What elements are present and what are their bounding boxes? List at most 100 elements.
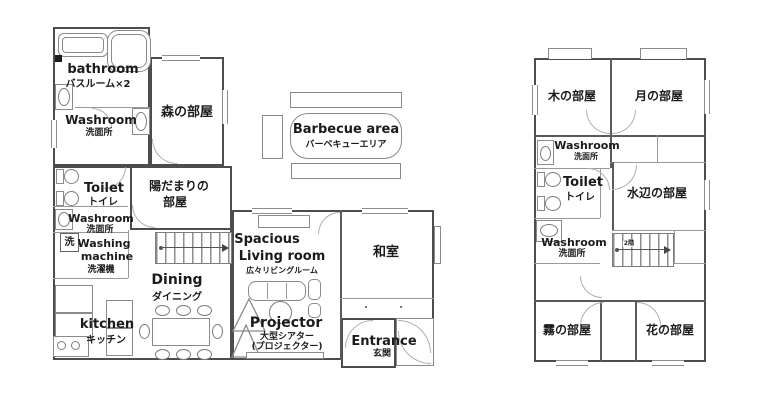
kitchen-cabinet-icon <box>106 328 133 356</box>
sofa-divider <box>267 283 268 299</box>
chair-icon <box>197 349 212 360</box>
bay-window-icon <box>640 48 687 59</box>
chair-icon <box>176 349 191 360</box>
forest-room-label: 森の部屋 <box>160 105 214 120</box>
stairs-arrow-dot <box>159 246 163 250</box>
window-icon <box>704 80 710 114</box>
kitchen-cabinet-icon <box>106 300 133 328</box>
wall <box>340 210 342 360</box>
closet-line <box>340 298 434 299</box>
washroom1f-upper-label-en: Washroom <box>65 113 137 127</box>
bathroom-label-jp: バスルーム×2 <box>65 79 131 90</box>
sink-basin <box>540 224 558 237</box>
toilet-bowl <box>545 172 561 187</box>
toilet-icon <box>56 169 64 184</box>
window-icon <box>556 360 588 366</box>
window-icon <box>532 85 538 115</box>
burner-icon <box>57 341 66 350</box>
partition-line <box>128 230 129 278</box>
chair-icon <box>139 324 150 339</box>
living-label-jp: 広々リビングルーム <box>246 266 318 275</box>
stairs-arrow <box>618 249 666 251</box>
window-icon <box>252 208 292 214</box>
kitchen-label-en: kitchen <box>79 317 135 332</box>
toilet1f-label-en: Toilet <box>83 181 125 196</box>
forest-room <box>150 57 224 166</box>
sunny-room-label-2: 部屋 <box>162 195 188 209</box>
dining-label-en: Dining <box>151 272 203 288</box>
toilet-icon <box>537 172 545 187</box>
wall <box>534 135 706 137</box>
projector-label-jp1: 大型シアター <box>259 332 315 342</box>
washroom1f-upper-label-jp: 洗面所 <box>85 128 113 138</box>
entrance-label-en: Entrance <box>351 334 417 349</box>
projector-screen-icon <box>246 352 324 359</box>
round-table-icon <box>269 301 292 324</box>
mist-room-label: 霧の部屋 <box>542 323 592 337</box>
toilet-icon <box>537 196 545 211</box>
toilet2f-label-jp: トイレ <box>565 192 595 203</box>
window-icon <box>652 360 684 366</box>
toilet1f-label-jp: トイレ <box>88 197 118 208</box>
toilet-bowl <box>64 169 79 184</box>
window-icon <box>704 180 710 210</box>
washing-machine-icon: 洗 <box>60 233 79 252</box>
chair-icon <box>176 305 191 316</box>
bench-icon <box>290 92 402 108</box>
chair-icon <box>197 305 212 316</box>
sink-basin <box>135 112 147 131</box>
partition-line <box>674 230 675 263</box>
stairs-arrow-head-icon <box>222 244 229 252</box>
washroom2f-lower-label-jp: 洗面所 <box>558 249 586 259</box>
window-icon <box>51 120 57 148</box>
window-icon <box>362 208 408 214</box>
partition-line <box>674 263 706 264</box>
projector-label-en: Projector <box>249 315 323 331</box>
toilet-bowl <box>64 191 79 206</box>
bathtub-inner <box>111 34 147 68</box>
partition-line <box>53 278 128 279</box>
dining-label-jp: ダイニング <box>152 292 202 303</box>
bay-window-icon <box>548 48 592 59</box>
washroom2f-upper-label-en: Washroom <box>554 139 620 152</box>
sink-basin <box>58 212 70 227</box>
partition-line <box>600 168 601 218</box>
entrance-label-jp: 玄関 <box>372 349 392 359</box>
barbecue-area-outline <box>290 113 402 159</box>
toilet-icon <box>56 191 64 206</box>
wall <box>534 300 706 302</box>
closet-dot <box>400 306 402 308</box>
wall <box>612 162 614 230</box>
projector-label-jp2: (プロジェクター) <box>251 342 323 352</box>
washroom2f-upper-label-jp: 洗面所 <box>574 152 598 161</box>
armchair-icon <box>308 303 321 318</box>
bath-marker-icon <box>55 55 62 62</box>
tree-room-label: 木の部屋 <box>547 89 597 103</box>
laundry-label-jp: 洗濯機 <box>87 265 115 275</box>
sunny-room-label-1: 陽だまりの <box>149 179 209 193</box>
bench-icon <box>262 115 283 159</box>
laundry-label-en1: Washing <box>77 237 131 250</box>
chair-icon <box>155 349 170 360</box>
partition-line <box>612 230 706 231</box>
barbecue-label-en: Barbecue area <box>292 122 400 137</box>
sofa-divider <box>286 283 287 299</box>
flower-room-label: 花の部屋 <box>645 323 695 337</box>
wall <box>635 300 637 362</box>
stairs-floor-label: 2階 <box>622 240 636 248</box>
japanese-room-label: 和室 <box>372 245 400 260</box>
moon-room-label: 月の部屋 <box>634 89 684 103</box>
bathtub-inner <box>62 37 104 53</box>
partition-line <box>534 218 600 219</box>
washroom2f-lower-label-en: Washroom <box>541 236 607 249</box>
partition-line <box>53 206 128 207</box>
bench-icon <box>291 163 401 179</box>
living-label-en2: Living room <box>238 249 326 264</box>
wall <box>610 58 612 168</box>
armchair-icon <box>308 279 321 300</box>
burner-icon <box>71 341 80 350</box>
partition-line <box>610 162 706 163</box>
living-label-en1: Spacious <box>234 232 300 247</box>
closet-dot <box>365 306 367 308</box>
